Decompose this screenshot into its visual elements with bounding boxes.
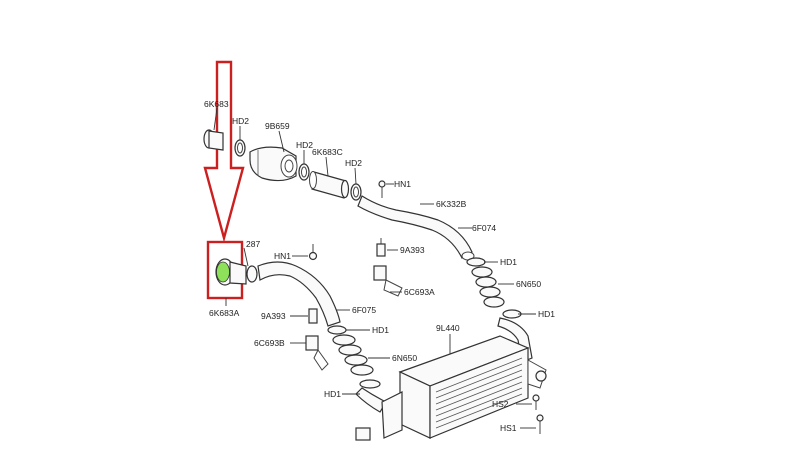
label-hd2-a: HD2 xyxy=(232,116,249,126)
hose-6k683c xyxy=(309,171,350,199)
label-hn1-left: HN1 xyxy=(274,251,291,261)
label-6c693a: 6C693A xyxy=(404,287,435,297)
label-hs2: HS2 xyxy=(492,399,509,409)
clamp-hd1-d xyxy=(359,379,381,389)
label-6f074: 6F074 xyxy=(472,223,496,233)
label-9a393-left: 9A393 xyxy=(261,311,286,321)
screw-hs2 xyxy=(532,394,540,410)
label-hd1-c: HD1 xyxy=(372,325,389,335)
label-hd2-b: HD2 xyxy=(296,140,313,150)
label-hs1: HS1 xyxy=(500,423,517,433)
screw-hs1 xyxy=(536,414,544,434)
clamp-hd1-c xyxy=(327,325,347,335)
label-9b659: 9B659 xyxy=(265,121,290,131)
sensor-9a393-right xyxy=(376,238,386,257)
label-6k683a: 6K683A xyxy=(209,308,240,318)
bracket-6c693a xyxy=(373,265,403,297)
valve-9b659 xyxy=(249,146,298,182)
coupler-6k683 xyxy=(203,129,224,151)
label-hd1-d: HD1 xyxy=(324,389,341,399)
label-6n650-right: 6N650 xyxy=(516,279,541,289)
bellows-6n650-left xyxy=(332,334,374,376)
label-hd1-b: HD1 xyxy=(538,309,555,319)
hose-6f075 xyxy=(257,261,341,327)
label-hn1-right: HN1 xyxy=(394,179,411,189)
bellows-6n650-right xyxy=(471,266,505,308)
clamp-287 xyxy=(246,265,258,283)
label-6n650-left: 6N650 xyxy=(392,353,417,363)
hose-6k332b xyxy=(357,195,475,261)
label-hd1-a: HD1 xyxy=(500,257,517,267)
label-9a393-right: 9A393 xyxy=(400,245,425,255)
bolt-hn1-right xyxy=(378,180,386,198)
label-6c693b: 6C693B xyxy=(254,338,285,348)
label-9l440: 9L440 xyxy=(436,323,460,333)
sensor-9a393-left xyxy=(308,308,318,324)
label-287: 287 xyxy=(246,239,260,249)
leader-lines xyxy=(213,107,536,429)
coupler-6k683a xyxy=(215,258,247,286)
intercooler-9l440 xyxy=(381,335,547,439)
label-6k683c: 6K683C xyxy=(312,147,343,157)
label-6f075: 6F075 xyxy=(352,305,376,315)
label-hd2-c: HD2 xyxy=(345,158,362,168)
bolt-hn1-left xyxy=(308,244,318,261)
bracket-6c693b xyxy=(305,335,329,371)
clamp-hd1-a xyxy=(466,257,486,267)
label-6k332b: 6K332B xyxy=(436,199,467,209)
label-6k683: 6K683 xyxy=(204,99,229,109)
highlight-arrow xyxy=(203,60,245,243)
connector-bottom xyxy=(355,427,371,441)
